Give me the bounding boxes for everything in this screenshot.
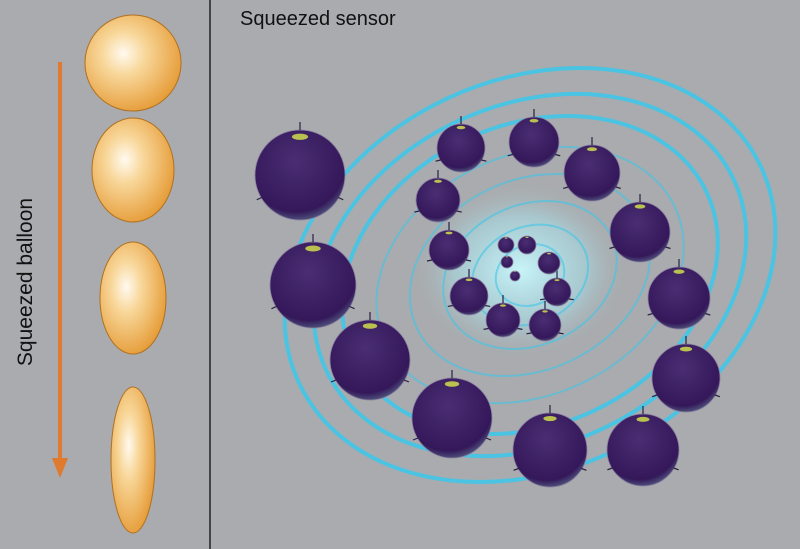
balloons: [84, 14, 182, 534]
sensor-sphere: [512, 405, 588, 488]
sensor-sphere: [540, 270, 574, 307]
sensor-sphere: [447, 269, 491, 316]
sensor-sphere: [526, 301, 564, 342]
sensor-sphere: [500, 255, 514, 269]
sensor-sphere: [254, 122, 346, 221]
field-glow: [410, 180, 630, 360]
balloon: [99, 241, 167, 355]
balloon: [91, 117, 175, 223]
balloon-label: Squeezed balloon: [14, 197, 37, 367]
field-line: [311, 91, 749, 459]
sensor-sphere: [647, 259, 711, 330]
arrow-head-icon: [52, 458, 68, 478]
sensor-sphere: [329, 312, 411, 401]
field-line: [494, 243, 566, 307]
sensor-sphere: [507, 109, 561, 168]
sensor-sphere: [426, 222, 472, 271]
sensor-sphere: [606, 406, 680, 487]
sensor-sphere: [651, 336, 721, 413]
sensor-title: Squeezed sensor: [240, 8, 396, 30]
sensor-sphere: [497, 236, 515, 254]
sensor-sphere: [517, 235, 537, 255]
sensor-sphere: [435, 116, 487, 173]
sensor-sphere: [537, 251, 561, 275]
balloon: [84, 14, 182, 112]
sensor-sphere: [609, 194, 671, 263]
sensor-sphere: [411, 370, 493, 459]
sensor-sphere: [563, 137, 621, 202]
sensor-spheres: [254, 109, 721, 488]
sensor-sphere: [269, 234, 357, 329]
sensor-sphere: [414, 170, 462, 223]
squeeze-arrow: [52, 62, 68, 478]
sensor-sphere: [483, 295, 523, 338]
sensor-sphere: [509, 270, 521, 282]
balloon: [110, 386, 156, 534]
